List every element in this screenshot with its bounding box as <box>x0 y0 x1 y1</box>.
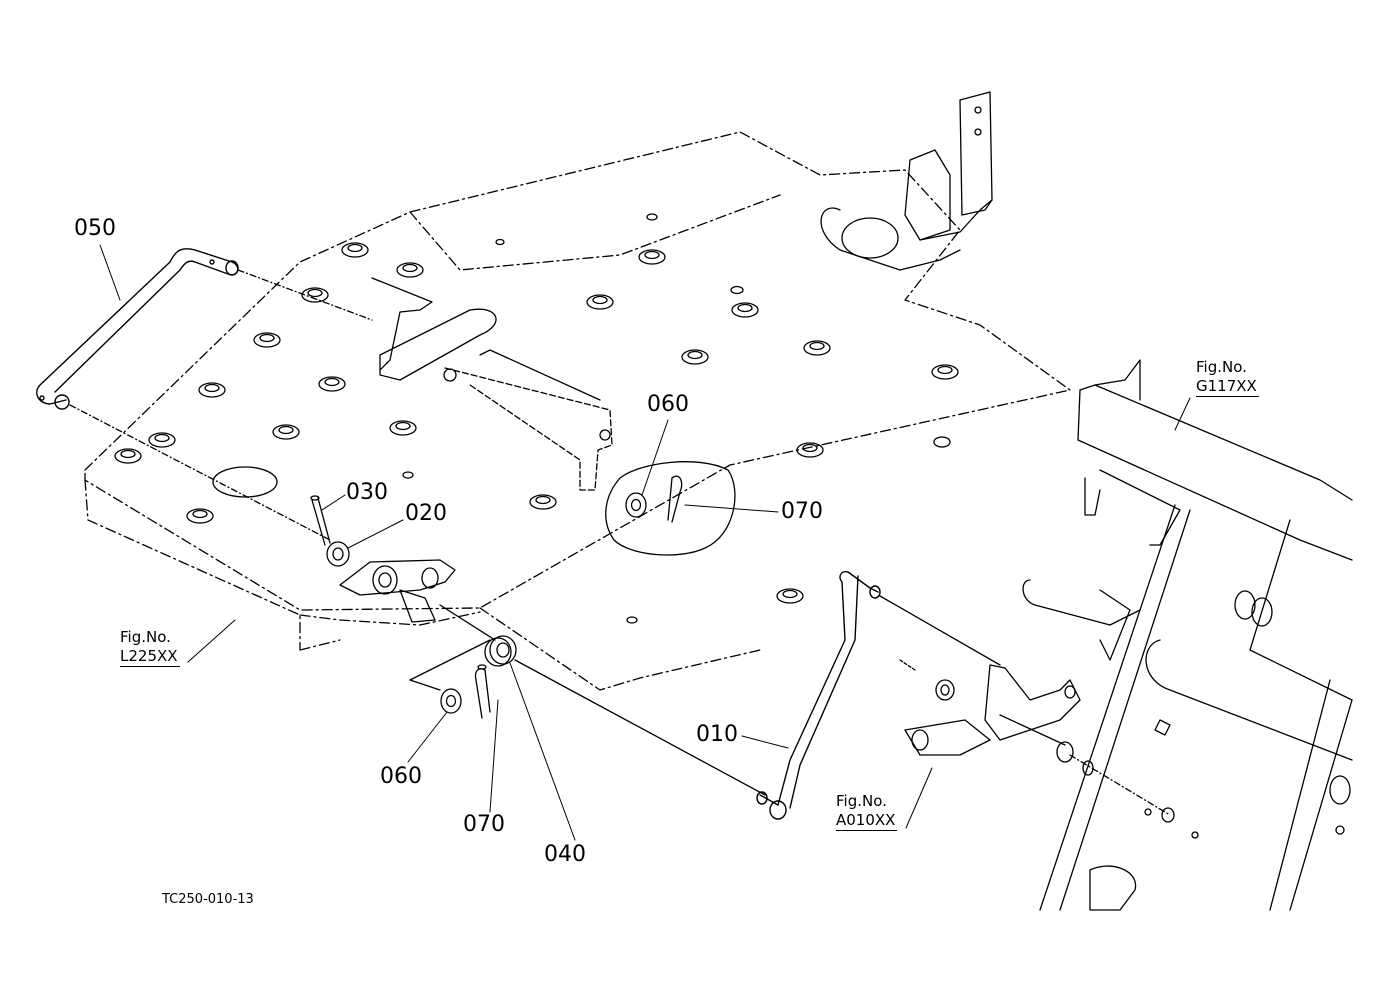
drawing-code: TC250-010-13 <box>162 892 254 907</box>
callout-040: 040 <box>544 842 586 867</box>
exploded-line-c <box>439 604 496 641</box>
figref-g117-prefix: Fig.No. <box>1196 358 1247 376</box>
exploded-line-a <box>409 639 491 681</box>
washer-060-top <box>625 492 647 518</box>
figref-l225-prefix: Fig.No. <box>120 628 171 646</box>
bushing-040 <box>484 635 517 667</box>
exploded-line-b <box>409 679 441 691</box>
figref-l225[interactable]: Fig.No. L225XX <box>120 628 180 667</box>
pin-070-bottom <box>474 664 491 719</box>
figref-l225-code: L225XX <box>120 646 180 667</box>
axis-050-top <box>237 269 373 321</box>
callout-070-right: 070 <box>781 499 823 524</box>
floor-plate <box>84 131 1071 691</box>
axis-010-lower <box>514 659 766 796</box>
leader-lines <box>99 244 1191 841</box>
callout-060-bottom: 060 <box>380 764 422 789</box>
callout-050: 050 <box>74 216 116 241</box>
figref-a010[interactable]: Fig.No. A010XX <box>836 792 898 831</box>
rod-050 <box>36 248 239 410</box>
clevis-bracket <box>339 559 456 623</box>
rod-010 <box>756 570 881 820</box>
figref-a010-prefix: Fig.No. <box>836 792 887 810</box>
callout-020: 020 <box>405 501 447 526</box>
figref-g117-code: G117XX <box>1196 376 1259 397</box>
center-linkage <box>371 277 613 491</box>
detail-cloud <box>605 461 736 556</box>
figref-a010-code: A010XX <box>836 810 898 831</box>
assembly-a010 <box>899 659 1175 823</box>
axis-010-upper <box>879 595 1001 666</box>
pin-030 <box>310 495 331 546</box>
axis-050-bottom <box>69 404 331 541</box>
upper-bracket <box>820 91 993 271</box>
callout-070-bottom: 070 <box>463 812 505 837</box>
pin-070-top <box>667 475 683 523</box>
washer-020 <box>326 541 350 567</box>
callout-010: 010 <box>696 722 738 747</box>
grommets <box>114 213 959 624</box>
figref-g117[interactable]: Fig.No. G117XX <box>1196 358 1259 397</box>
callout-060-top: 060 <box>647 392 689 417</box>
washer-060-bottom <box>440 688 462 714</box>
frame-g117 <box>1022 359 1353 911</box>
callout-030: 030 <box>346 480 388 505</box>
